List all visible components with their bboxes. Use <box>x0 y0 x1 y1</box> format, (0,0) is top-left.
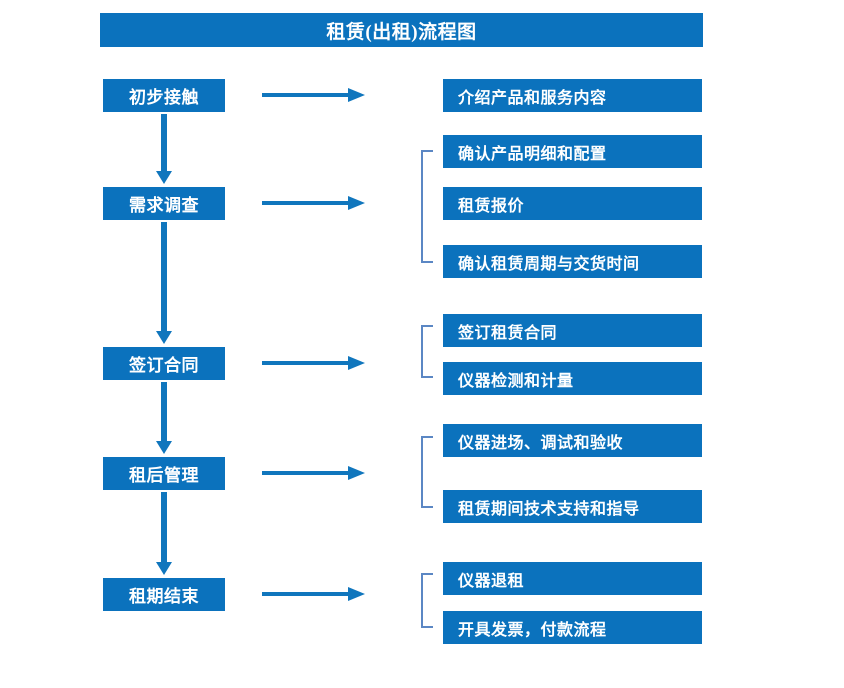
arrow-head <box>156 562 172 575</box>
chart-title: 租赁(出租)流程图 <box>100 13 703 47</box>
arrow-head <box>156 171 172 184</box>
stage-box-1[interactable]: 初步接触 <box>103 79 225 112</box>
arrow-shaft <box>262 592 350 596</box>
arrow-shaft <box>161 222 167 331</box>
arrow-shaft <box>161 382 167 441</box>
arrow-shaft <box>262 361 350 365</box>
arrow-shaft <box>262 471 350 475</box>
stage-box-2[interactable]: 需求调查 <box>103 187 225 220</box>
arrow-head <box>348 587 365 601</box>
vertical-arrow-1 <box>156 114 172 184</box>
detail-box-5[interactable]: 签订租赁合同 <box>443 314 702 347</box>
stage-box-5[interactable]: 租期结束 <box>103 578 225 611</box>
detail-box-8[interactable]: 租赁期间技术支持和指导 <box>443 490 702 523</box>
group-bracket-4 <box>421 436 433 508</box>
detail-box-7[interactable]: 仪器进场、调试和验收 <box>443 424 702 457</box>
vertical-arrow-2 <box>156 222 172 344</box>
arrow-head <box>348 466 365 480</box>
arrow-shaft <box>262 93 350 97</box>
group-bracket-2 <box>421 150 433 263</box>
detail-box-10[interactable]: 开具发票，付款流程 <box>443 611 702 644</box>
group-bracket-5 <box>421 573 433 628</box>
arrow-head <box>348 88 365 102</box>
detail-box-9[interactable]: 仪器退租 <box>443 562 702 595</box>
detail-box-3[interactable]: 租赁报价 <box>443 187 702 220</box>
horizontal-arrow-5 <box>262 587 365 601</box>
detail-box-4[interactable]: 确认租赁周期与交货时间 <box>443 245 702 278</box>
stage-box-3[interactable]: 签订合同 <box>103 347 225 380</box>
detail-box-1[interactable]: 介绍产品和服务内容 <box>443 79 702 112</box>
horizontal-arrow-2 <box>262 196 365 210</box>
arrow-shaft <box>161 114 167 171</box>
detail-box-2[interactable]: 确认产品明细和配置 <box>443 135 702 168</box>
arrow-head <box>156 441 172 454</box>
detail-box-6[interactable]: 仪器检测和计量 <box>443 362 702 395</box>
horizontal-arrow-3 <box>262 356 365 370</box>
vertical-arrow-4 <box>156 492 172 575</box>
horizontal-arrow-4 <box>262 466 365 480</box>
arrow-shaft <box>262 201 350 205</box>
group-bracket-3 <box>421 325 433 378</box>
arrow-head <box>348 196 365 210</box>
stage-box-4[interactable]: 租后管理 <box>103 457 225 490</box>
horizontal-arrow-1 <box>262 88 365 102</box>
arrow-head <box>348 356 365 370</box>
vertical-arrow-3 <box>156 382 172 454</box>
arrow-shaft <box>161 492 167 562</box>
arrow-head <box>156 331 172 344</box>
